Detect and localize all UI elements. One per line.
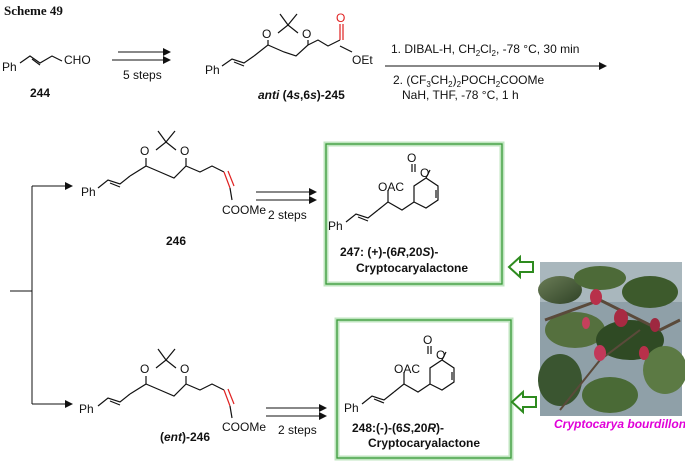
scheme-title: Scheme 49 (4, 3, 63, 18)
compound-246 (97, 130, 235, 201)
compound-245-o1: O (262, 27, 271, 41)
arrow-step-3 (256, 188, 317, 204)
green-arrow-upper (507, 254, 534, 280)
compound-246-o1: O (140, 144, 149, 158)
compound-248-label-2: Cryptocaryalactone (368, 436, 480, 450)
compound-247-label-1: 247: (+)-(6R,20S)- (340, 245, 438, 259)
step-1-label: 5 steps (123, 68, 162, 82)
step-4-label: 2 steps (278, 423, 317, 437)
compound-245-label: anti (4s,6s)-245 (258, 88, 345, 102)
photo-caption: Cryptocarya bourdillonii (554, 417, 685, 431)
step-2-line-3: NaH, THF, -78 °C, 1 h (402, 88, 519, 102)
plant-photo (538, 262, 685, 416)
arrow-step-4 (266, 404, 327, 420)
compound-246-o2: O (180, 144, 189, 158)
compound-247-carbonyl-o: O (407, 151, 416, 165)
compound-244-label: 244 (30, 86, 50, 100)
compound-248-ph: Ph (344, 401, 359, 415)
compound-ent-246-ph: Ph (79, 402, 94, 416)
step-2-line-1: 1. DIBAL-H, CH2Cl2, -78 °C, 30 min (391, 42, 579, 58)
compound-248 (361, 346, 455, 405)
product-247-box (325, 143, 503, 285)
compound-ent-246-ester: COOMe (222, 420, 266, 434)
compound-245-ph: Ph (205, 63, 220, 77)
compound-244-cho: CHO (64, 53, 91, 67)
product-248-box (336, 319, 512, 459)
compound-245-o2: O (302, 27, 311, 41)
compound-ent-246-label: (ent)-246 (160, 430, 210, 444)
compound-247-ph: Ph (328, 219, 343, 233)
compound-ent-246 (97, 348, 235, 419)
compound-248-label-1: 248:(-)-(6S,20R)- (352, 421, 444, 435)
compound-245 (221, 13, 353, 67)
compound-245-carbonyl-o: O (336, 11, 345, 25)
step-2-line-2: 2. (CF3CH2)2POCH2COOMe (393, 73, 545, 89)
step-3-label: 2 steps (268, 208, 307, 222)
compound-247-label-2: Cryptocaryalactone (356, 261, 468, 275)
compound-246-ph: Ph (81, 185, 96, 199)
compound-246-ester: COOMe (222, 203, 266, 217)
compound-244-ph: Ph (2, 60, 17, 74)
compound-ent-246-o2: O (180, 362, 189, 376)
compound-248-ring-o: O (436, 348, 445, 362)
branch-bracket (10, 182, 73, 408)
compound-247 (345, 164, 439, 223)
green-arrow-lower (510, 389, 537, 415)
compound-247-oac: OAC (378, 180, 404, 194)
compound-246-label: 246 (166, 234, 186, 248)
compound-248-oac: OAC (394, 362, 420, 376)
compound-ent-246-o1: O (140, 362, 149, 376)
compound-247-ring-o: O (420, 166, 429, 180)
arrow-step-1 (112, 48, 171, 64)
compound-244 (19, 55, 63, 66)
compound-248-carbonyl-o: O (423, 333, 432, 347)
compound-245-oet: OEt (352, 53, 373, 67)
